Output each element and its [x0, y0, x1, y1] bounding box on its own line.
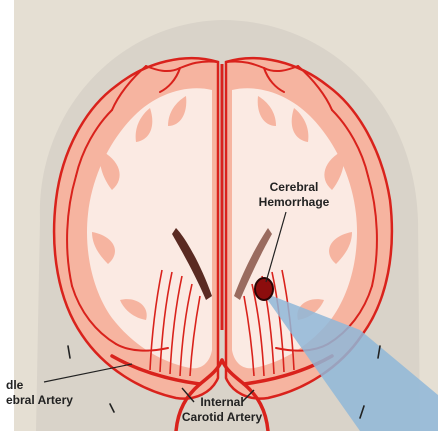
internal-carotid-artery-label: Internal Carotid Artery — [168, 395, 276, 425]
middle-cerebral-artery-label-line2: ebral Artery — [6, 393, 73, 408]
internal-carotid-artery-label-line2: Carotid Artery — [168, 410, 276, 425]
internal-carotid-artery-label-line1: Internal — [168, 395, 276, 410]
hemorrhage-spot — [255, 278, 273, 300]
middle-cerebral-artery-label-line1: dle — [6, 378, 73, 393]
middle-cerebral-artery-label: dle ebral Artery — [6, 378, 73, 408]
cerebral-hemorrhage-label-line2: Hemorrhage — [246, 195, 342, 210]
cerebral-hemorrhage-label: Cerebral Hemorrhage — [246, 180, 342, 210]
cerebral-hemorrhage-label-line1: Cerebral — [246, 180, 342, 195]
